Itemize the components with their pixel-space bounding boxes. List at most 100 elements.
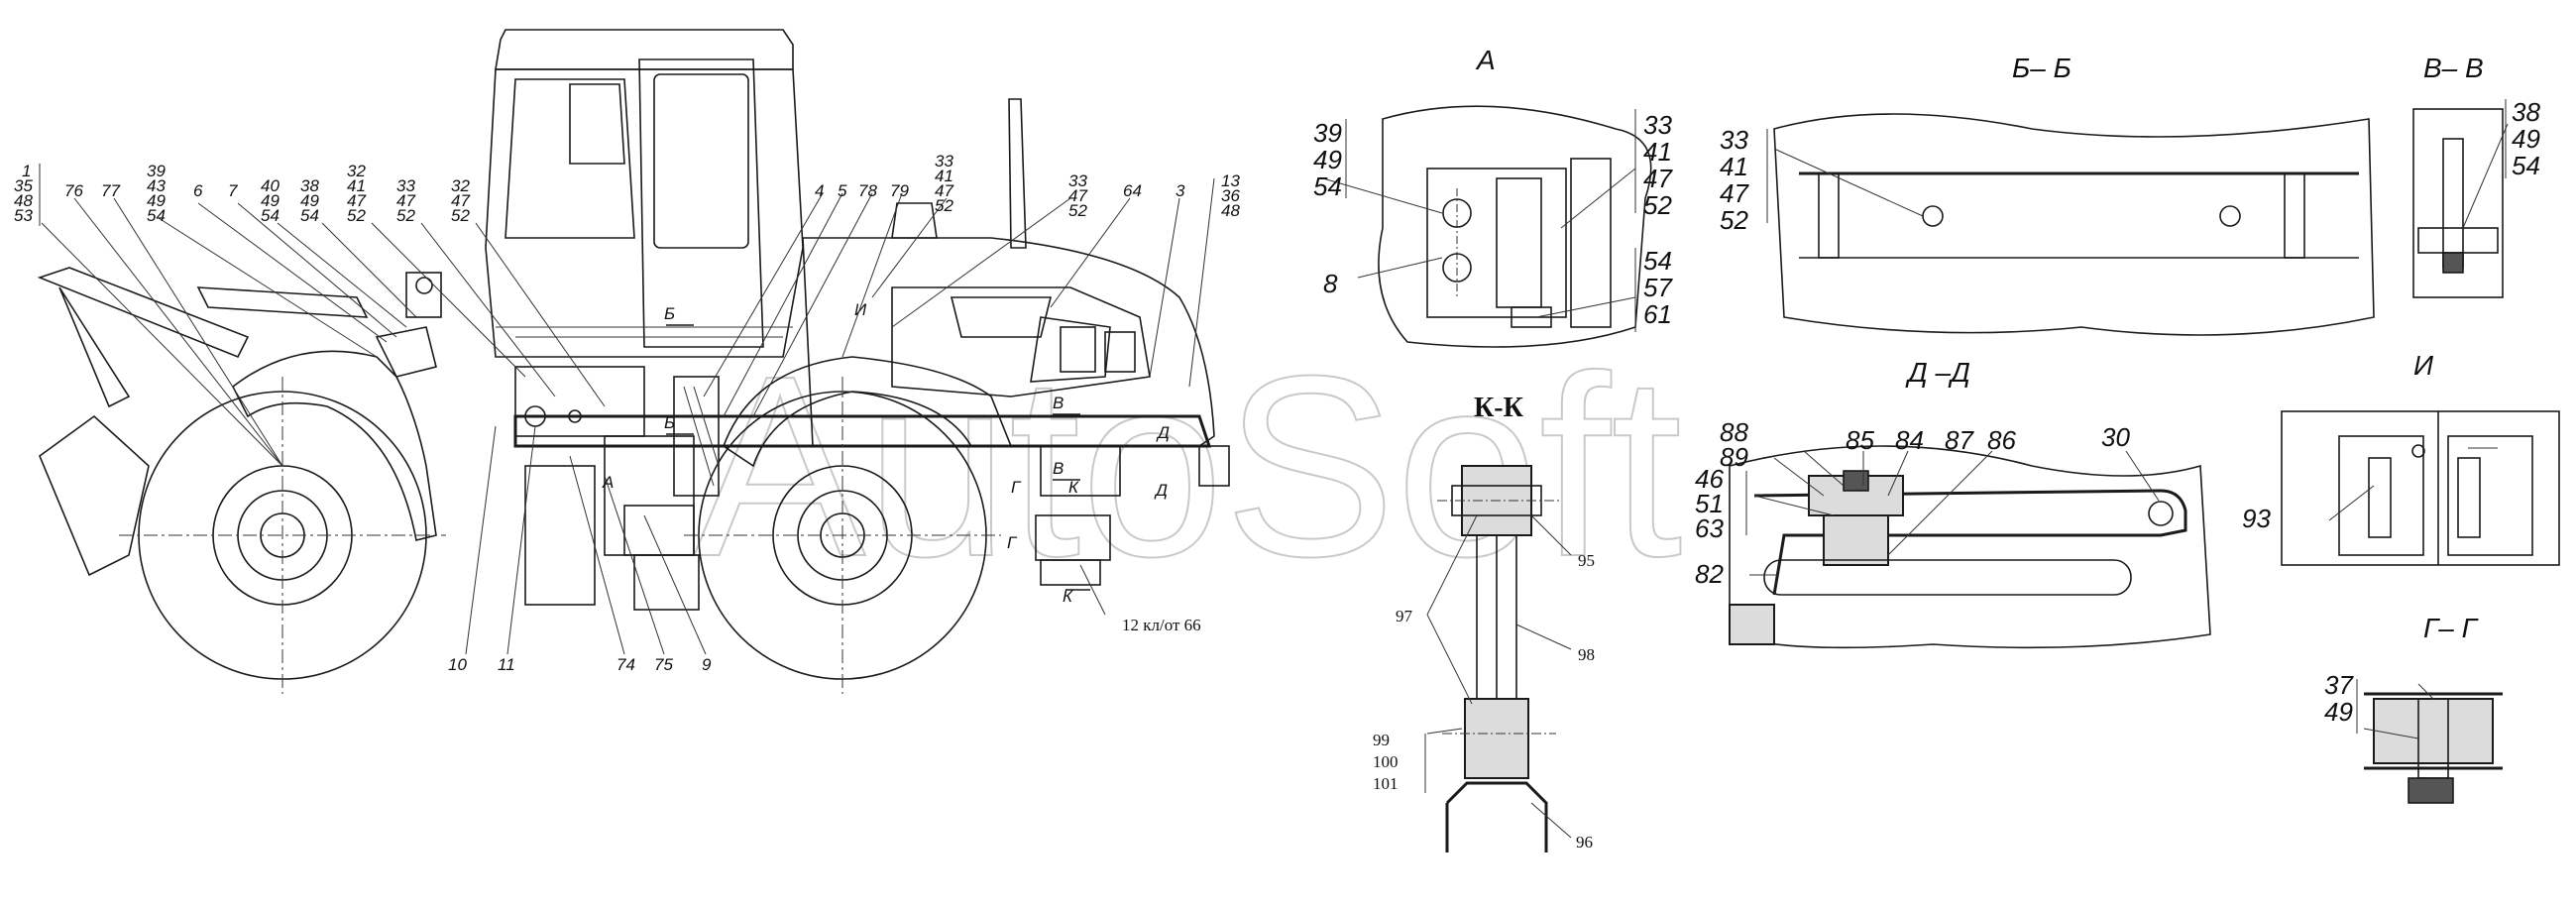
svg-text:100: 100 <box>1373 752 1399 771</box>
svg-text:54: 54 <box>1313 171 1342 201</box>
view-dd: Д –Д 85 84 87 86 88 89 46 51 63 30 82 <box>1695 357 2211 649</box>
svg-text:57: 57 <box>1643 273 1673 302</box>
svg-text:54: 54 <box>1643 246 1672 276</box>
callout-40: 40 <box>261 176 280 195</box>
svg-text:53: 53 <box>14 206 33 225</box>
svg-text:47: 47 <box>347 191 366 210</box>
svg-text:52: 52 <box>935 196 953 215</box>
svg-text:61: 61 <box>1643 299 1672 329</box>
callout-9: 9 <box>702 655 712 674</box>
svg-text:В: В <box>1053 459 1064 478</box>
front-wheel <box>119 377 446 694</box>
svg-text:К: К <box>1068 478 1079 497</box>
svg-text:47: 47 <box>1643 164 1673 193</box>
view-dd-label-30: 30 <box>2101 422 2130 452</box>
svg-text:48: 48 <box>14 191 33 210</box>
main-leaders <box>41 177 1215 655</box>
view-a-label-8: 8 <box>1323 269 1338 298</box>
svg-text:47: 47 <box>396 191 415 210</box>
callout-4: 4 <box>815 181 824 200</box>
svg-text:47: 47 <box>1720 178 1749 208</box>
svg-text:37: 37 <box>2324 670 2354 700</box>
exhaust-pipe <box>1008 98 1027 249</box>
svg-text:49: 49 <box>2324 697 2353 727</box>
callout-10: 10 <box>448 655 467 674</box>
svg-text:33: 33 <box>1643 110 1672 140</box>
rear-fender <box>723 356 1013 468</box>
callout-76: 76 <box>64 181 83 200</box>
callout-11: 11 <box>498 655 515 674</box>
loader-arms <box>37 267 442 408</box>
svg-text:Б: Б <box>664 413 675 432</box>
svg-text:49: 49 <box>261 191 280 210</box>
svg-text:47: 47 <box>935 181 953 200</box>
view-bb-title: Б– Б <box>2012 53 2072 83</box>
svg-text:52: 52 <box>396 206 415 225</box>
view-dd-label-82: 82 <box>1695 559 1724 589</box>
watermark-text: AutoSoft <box>694 323 1683 611</box>
view-i-label-93: 93 <box>2242 504 2271 533</box>
svg-text:47: 47 <box>451 191 470 210</box>
callout-1: 1 <box>22 162 31 180</box>
svg-text:84: 84 <box>1895 425 1924 455</box>
callout-6: 6 <box>193 181 203 200</box>
view-kk-title: К-К <box>1474 393 1524 423</box>
callout-78: 78 <box>858 181 877 200</box>
svg-text:33: 33 <box>1720 125 1748 155</box>
svg-text:48: 48 <box>1221 201 1240 220</box>
svg-text:41: 41 <box>1720 152 1748 181</box>
view-gg-title: Г– Г <box>2423 613 2479 643</box>
view-kk-label-97: 97 <box>1396 607 1413 625</box>
svg-text:46: 46 <box>1695 464 1724 494</box>
callout-33a: 33 <box>396 176 415 195</box>
cab <box>485 29 804 358</box>
view-bb: Б– Б 33 41 47 52 <box>1720 53 2375 336</box>
svg-text:41: 41 <box>1643 137 1672 167</box>
svg-text:36: 36 <box>1221 186 1240 205</box>
callout-77: 77 <box>101 181 120 200</box>
svg-text:49: 49 <box>147 191 166 210</box>
view-gg: Г– Г 37 49 <box>2324 613 2503 804</box>
callout-38: 38 <box>300 176 319 195</box>
svg-text:И: И <box>854 300 867 319</box>
svg-text:54: 54 <box>261 206 280 225</box>
callout-33c: 33 <box>1068 171 1087 190</box>
callout-32b: 32 <box>451 176 470 195</box>
svg-text:88: 88 <box>1720 417 1748 447</box>
callout-13: 13 <box>1221 171 1240 190</box>
svg-text:49: 49 <box>2512 124 2540 154</box>
svg-text:51: 51 <box>1695 489 1724 518</box>
bucket <box>39 414 150 577</box>
view-kk: К-К 95 97 98 96 99 100 101 <box>1373 393 1595 852</box>
callout-39: 39 <box>147 162 166 180</box>
svg-text:Б: Б <box>664 304 675 323</box>
view-kk-label-96: 96 <box>1576 833 1593 851</box>
svg-text:39: 39 <box>1313 118 1342 148</box>
svg-text:86: 86 <box>1987 425 2016 455</box>
svg-text:Г: Г <box>1007 533 1018 552</box>
callout-74: 74 <box>616 655 635 674</box>
callout-75: 75 <box>654 655 673 674</box>
svg-text:52: 52 <box>451 206 470 225</box>
center-components <box>514 366 1230 611</box>
svg-text:49: 49 <box>1313 145 1342 174</box>
front-fender <box>231 350 437 541</box>
section-markers: Б Б И В В Г Г К К Д Д А <box>602 300 1170 606</box>
svg-text:101: 101 <box>1373 774 1399 793</box>
main-callouts: 1 35 48 53 76 77 39 43 49 54 6 7 40 49 5… <box>14 152 1240 674</box>
view-vv-title: В– В <box>2423 53 2484 83</box>
svg-text:Д: Д <box>1154 481 1168 500</box>
svg-text:К: К <box>1063 587 1073 606</box>
svg-text:52: 52 <box>1720 205 1748 235</box>
svg-text:54: 54 <box>2512 151 2540 180</box>
view-kk-label-95: 95 <box>1578 551 1595 570</box>
callout-5: 5 <box>838 181 847 200</box>
callout-79: 79 <box>890 181 909 200</box>
callout-33b: 33 <box>935 152 953 170</box>
svg-text:49: 49 <box>300 191 319 210</box>
callout-64: 64 <box>1123 181 1142 200</box>
view-a: А 39 49 54 8 33 41 47 52 54 57 61 <box>1313 45 1673 348</box>
view-vv: В– В 38 49 54 <box>2412 53 2540 298</box>
svg-text:54: 54 <box>147 206 166 225</box>
